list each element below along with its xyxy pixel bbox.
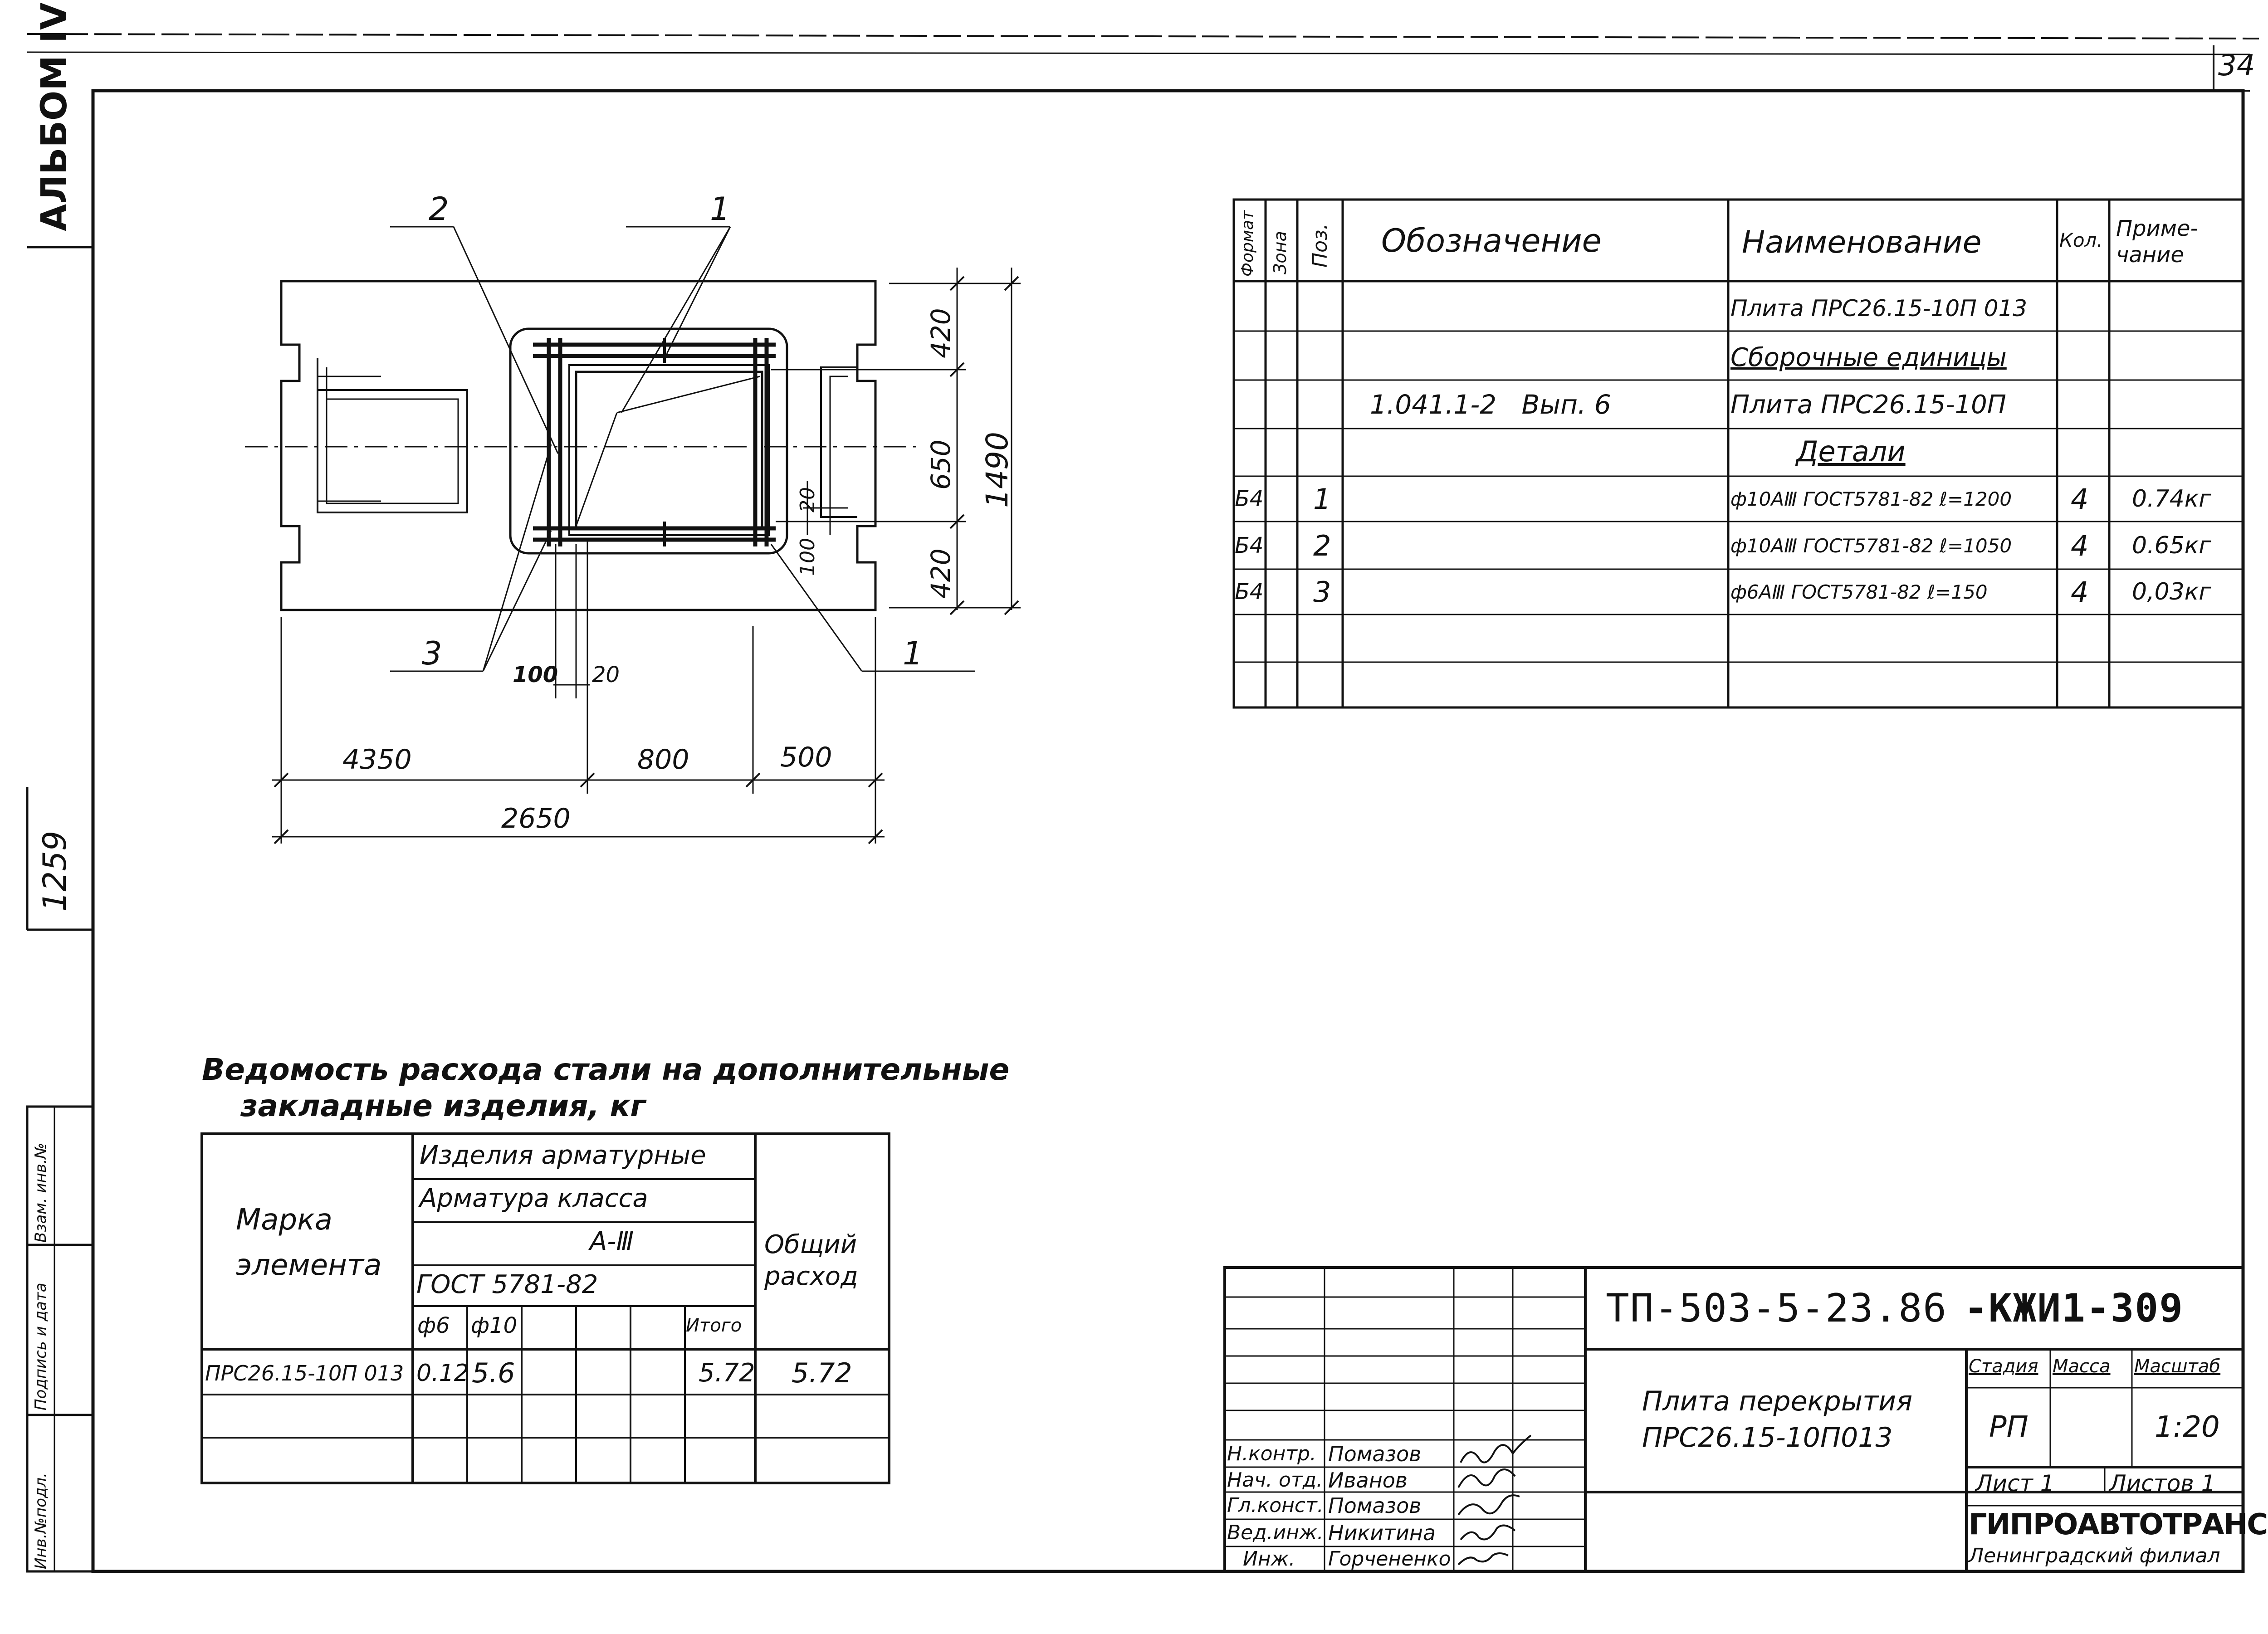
organization-name: ГИПРОАВТОТРАНС [1969,1508,2268,1541]
spec-qty: 4 [2071,529,2089,562]
album-label: АЛЬБОМ IV [34,2,75,231]
dim-500: 500 [780,741,832,773]
staff-role: Н.контр. [1227,1442,1316,1465]
inv-number: 1259 [36,830,73,912]
spec-header-designation: Обозначение [1381,222,1602,259]
sheet-number: 34 [2218,49,2255,83]
scale-value: 1:20 [2155,1410,2220,1444]
dim-100-bottom: 100 [513,662,558,688]
signature-4 [1460,1524,1516,1541]
signature-5 [1457,1552,1509,1566]
document-description: Плита перекрытия ПРС26.15-10П013 [1642,1385,1913,1454]
dim-20-inner: 20 [796,487,819,512]
staff-name: Помазов [1328,1441,1422,1466]
dim-800: 800 [637,744,689,776]
spec-header-format: Формат [1238,210,1257,277]
spec-format: Б4 [1235,533,1264,558]
staff-name: Помазов [1328,1493,1422,1518]
dim-420-top: 420 [925,308,956,358]
dim-20-bottom: 20 [592,662,620,688]
spec-header-pos: Поз. [1309,223,1332,268]
steel-col-d6: ф6 [417,1313,450,1338]
spec-name: ф10АⅢ ГОСТ5781-82 ℓ=1050 [1730,534,2012,557]
signature-3 [1457,1494,1520,1516]
callout-3: 3 [422,635,442,672]
scale-label: Масштаб [2134,1356,2221,1377]
spec-qty: 4 [2071,482,2089,516]
spec-format: Б4 [1235,579,1264,605]
stage-value: РП [1989,1410,2028,1444]
spec-name: Плита ПРС26.15-10П [1730,390,2006,419]
left-embedded-loop [317,358,468,513]
steel-h3: А-Ⅲ [590,1227,634,1256]
steel-col-d10: ф10 [471,1313,518,1338]
callout-1-bottom: 1 [903,635,923,672]
steel-row-overall: 5.72 [792,1357,852,1389]
callout-2: 2 [429,190,449,228]
staff-role: Гл.конст. [1227,1494,1324,1517]
dim-100-inner: 100 [796,538,819,576]
staff-name: Никитина [1328,1520,1436,1545]
spec-header-zone: Зона [1270,231,1290,274]
spec-name: Плита ПРС26.15-10П 013 [1730,295,2028,322]
sheets-label: Листов 1 [2109,1470,2216,1497]
staff-role: Инж. [1243,1547,1295,1571]
spec-pos: 2 [1313,529,1331,562]
stamp-field-replace: Взам. инв.№ [32,1142,50,1243]
stage-label: Стадия [1969,1356,2038,1377]
stamp-field-inv: Инв.№подл. [32,1473,50,1569]
steel-h4: ГОСТ 5781-82 [416,1270,598,1299]
signature-1 [1460,1434,1532,1463]
steel-overall-label: Общий расход [764,1230,858,1291]
spec-note: 0,03кг [2132,578,2211,605]
spec-header-qty: Кол. [2059,229,2103,251]
spec-format: Б4 [1235,486,1264,512]
dim-2650: 2650 [501,803,571,834]
steel-title-line1: Ведомость расхода стали на дополнительны… [202,1052,1010,1087]
spec-pos: 3 [1313,575,1331,609]
sheet-label: Лист 1 [1975,1470,2055,1497]
steel-col-total: Итого [686,1315,742,1336]
steel-h2: Арматура класса [420,1184,648,1213]
steel-title-line2: закладные изделия, кг [240,1088,646,1123]
dim-4350: 4350 [342,744,412,776]
steel-row-mark: ПРС26.15-10П 013 [205,1361,404,1385]
document-code: ТП-503-5-23.86 [1606,1286,1947,1331]
steel-h1: Изделия арматурные [420,1141,706,1170]
spec-header-name: Наименование [1742,224,1982,260]
organization-branch: Ленинградский филиал [1969,1544,2220,1567]
spec-designation: 1.041.1-2 Вып. 6 [1370,389,1611,420]
staff-role: Нач. отд. [1227,1468,1323,1492]
spec-name: Детали [1796,434,1906,468]
mass-label: Масса [2053,1356,2111,1377]
spec-name: ф10АⅢ ГОСТ5781-82 ℓ=1200 [1730,488,2012,510]
steel-row-total: 5.72 [699,1358,755,1388]
right-embedded-loop [820,366,857,518]
spec-qty: 4 [2071,575,2089,609]
opening-outer [509,327,788,555]
spec-note: 0.65кг [2132,532,2211,559]
staff-name: Горчененко [1328,1547,1451,1571]
dim-420-bottom: 420 [925,548,956,599]
spec-note: 0.74кг [2132,485,2211,512]
spec-name: ф6АⅢ ГОСТ5781-82 ℓ=150 [1730,580,1988,603]
stamp-field-sign: Подпись и дата [32,1283,50,1410]
spec-header-note: Приме- чание [2116,216,2198,268]
dim-1490: 1490 [980,432,1015,508]
spec-name: Сборочные единицы [1730,342,2007,372]
staff-role: Вед.инж. [1227,1521,1324,1544]
staff-name: Иванов [1328,1468,1408,1493]
callout-1-top: 1 [710,190,730,228]
document-code-suffix: -КЖИ1-309 [1964,1286,2184,1331]
spec-pos: 1 [1313,482,1331,516]
steel-mark-label: Марка элемента [236,1203,382,1282]
steel-row-d6: 0.12 [416,1359,469,1387]
steel-row-d10: 5.6 [472,1357,515,1389]
dim-650: 650 [925,439,956,490]
signature-2 [1457,1468,1516,1488]
slab-outline [280,280,877,611]
